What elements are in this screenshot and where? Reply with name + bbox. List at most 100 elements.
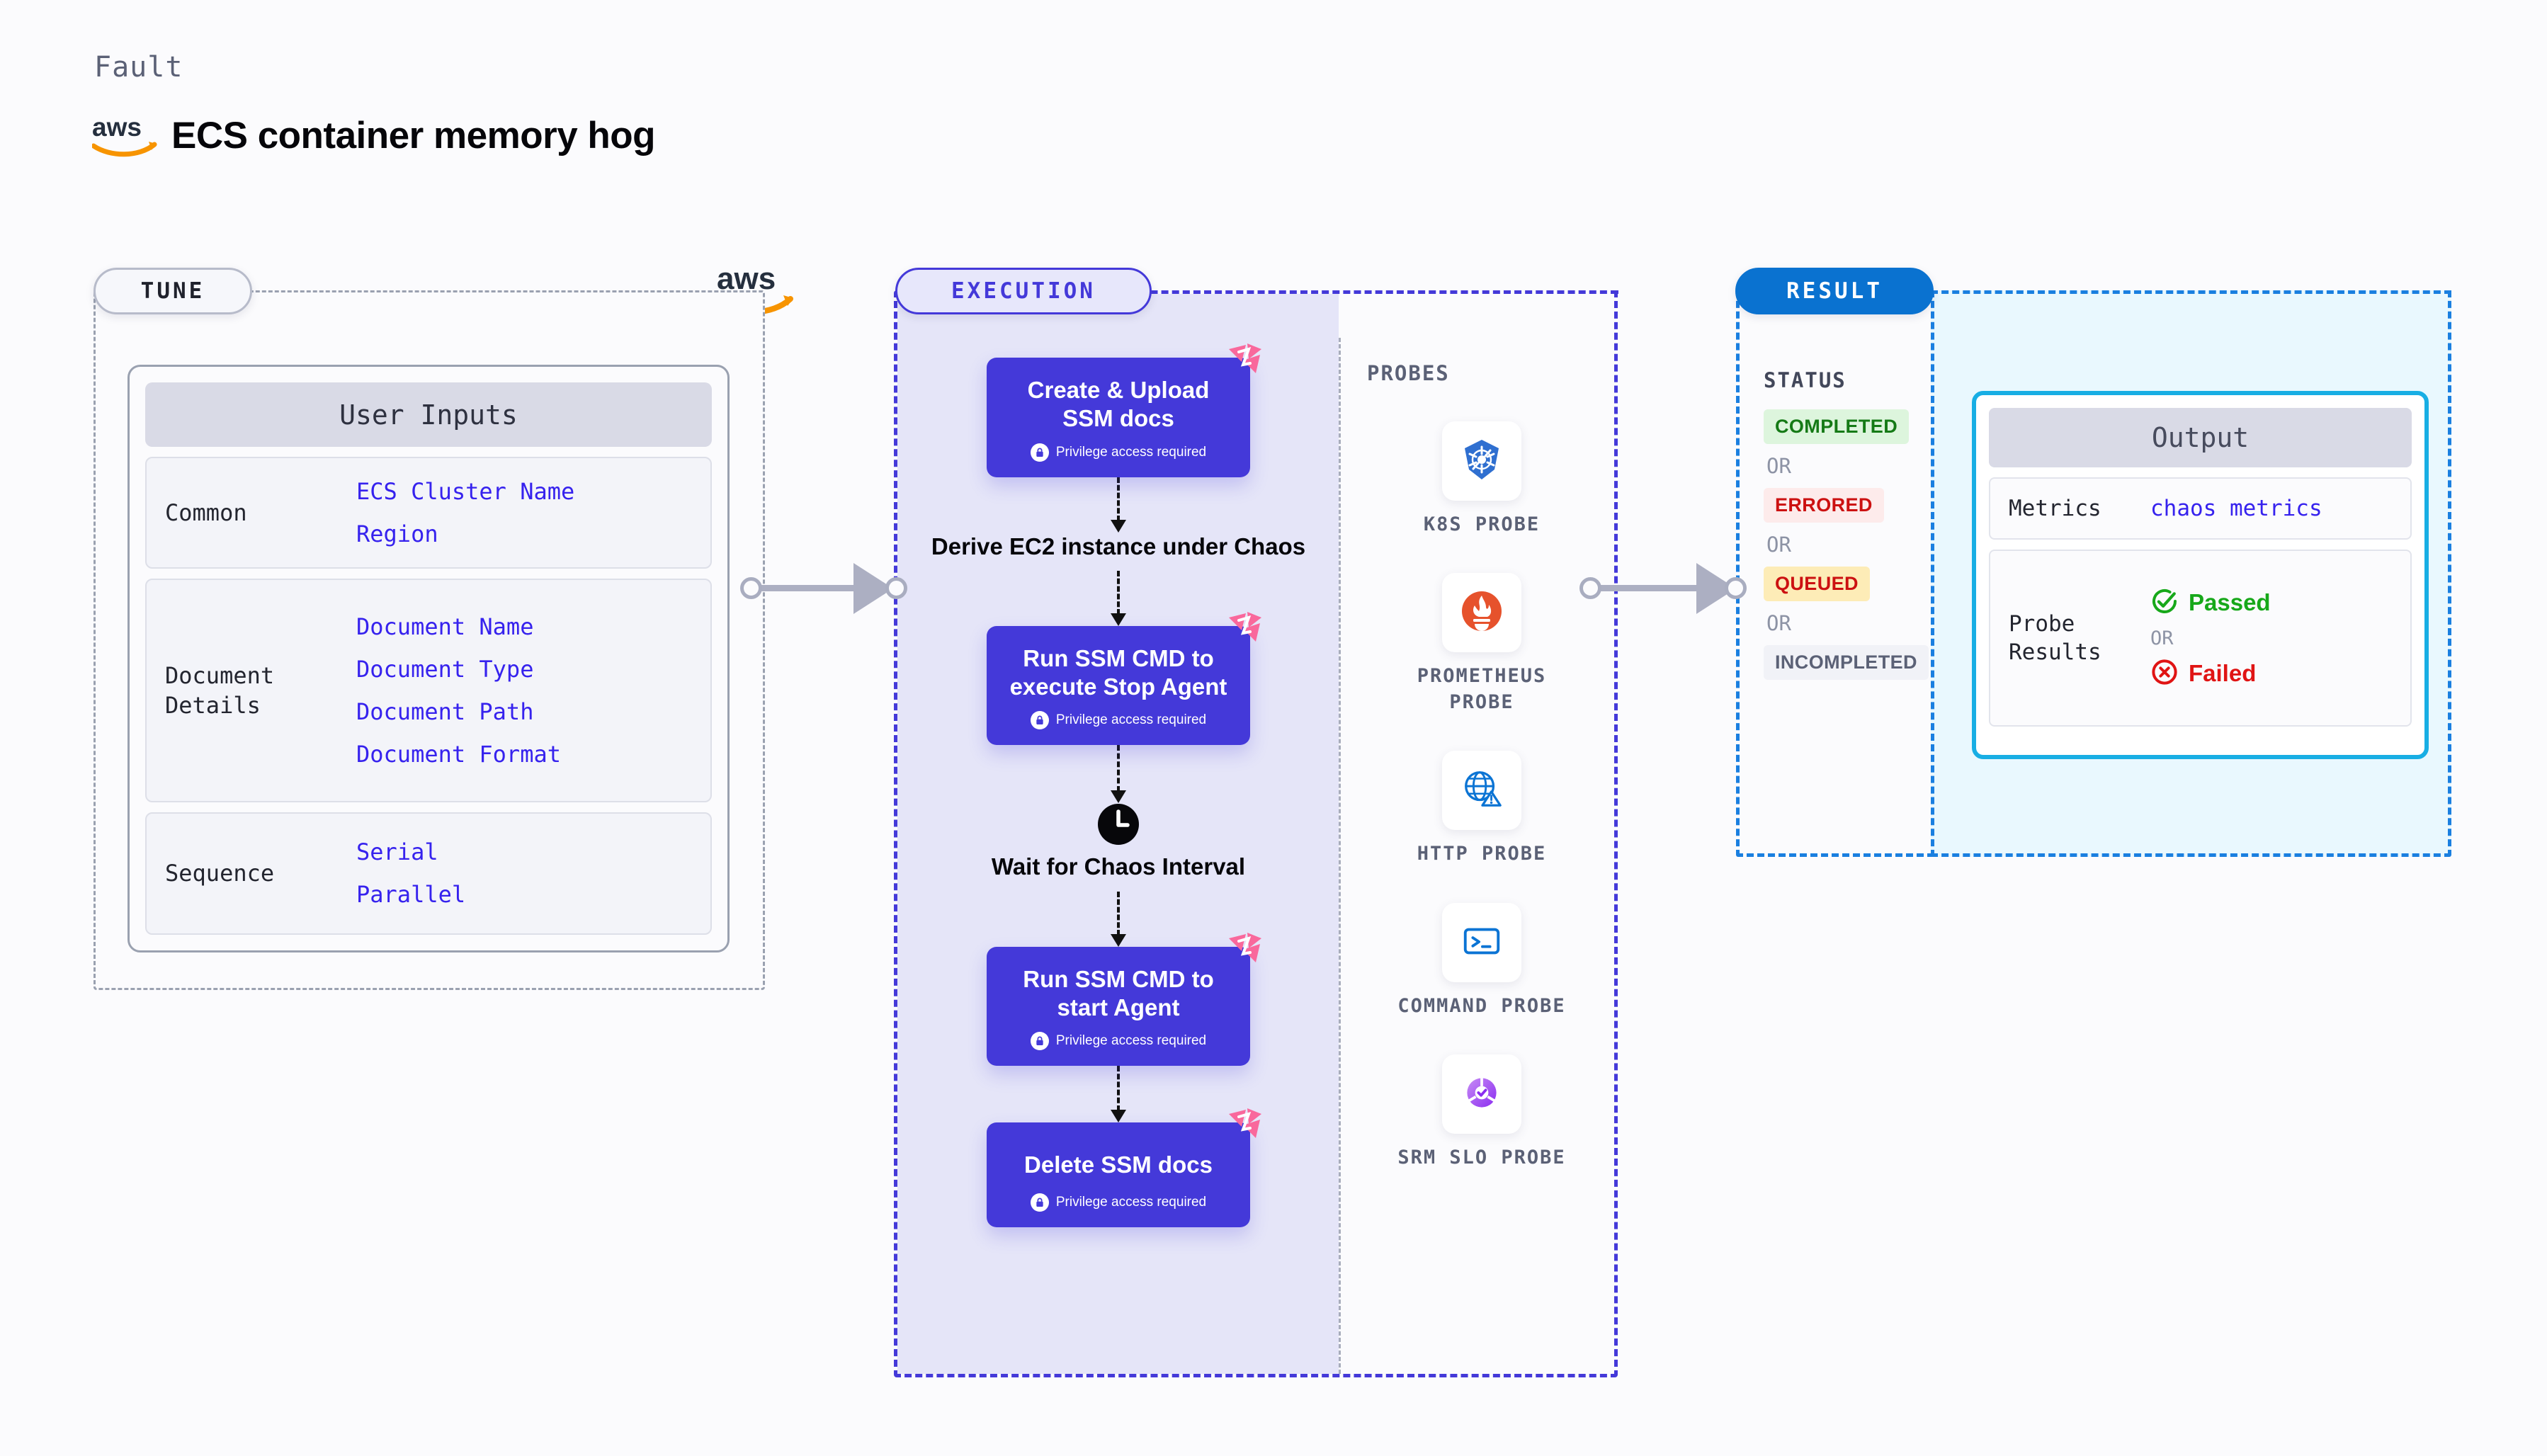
connector-tune-to-execution <box>740 559 910 616</box>
tune-row-sequence[interactable]: Sequence Serial Parallel <box>145 812 712 935</box>
chaos-badge-icon <box>1225 342 1263 380</box>
output-row-probe-results[interactable]: Probe Results Passed OR <box>1989 550 2412 727</box>
output-row-label: Probe Results <box>2009 610 2101 665</box>
http-globe-icon <box>1460 767 1504 814</box>
flow-node-run-ssm-stop-agent[interactable]: Run SSM CMD to execute Stop Agent Privil… <box>987 611 1261 746</box>
lock-icon <box>1030 443 1049 462</box>
status-or: OR <box>1766 611 1791 635</box>
user-inputs-title: User Inputs <box>145 382 712 448</box>
status-badge-queued: QUEUED <box>1764 567 1870 601</box>
output-row-label: Metrics <box>2009 495 2101 521</box>
tune-value: Document Format <box>356 741 561 768</box>
lock-icon <box>1030 1032 1049 1050</box>
privilege-note: Privilege access required <box>999 443 1237 462</box>
flow-node-derive-ec2-instance: Derive EC2 instance under Chaos <box>931 533 1306 559</box>
probe-label: SRM SLO PROBE <box>1397 1147 1566 1169</box>
tune-value: Parallel <box>356 881 466 909</box>
prometheus-icon <box>1459 588 1504 637</box>
probe-item-prometheus[interactable]: PROMETHEUS PROBE <box>1397 573 1567 715</box>
probe-item-k8s[interactable]: K8S PROBE <box>1397 421 1567 538</box>
flow-node-title: Run SSM CMD to start Agent <box>1023 965 1214 1020</box>
privilege-text: Privilege access required <box>1055 444 1207 460</box>
status-badge-completed: COMPLETED <box>1764 409 1910 444</box>
probe-label: K8S PROBE <box>1423 513 1541 535</box>
probes-title: PROBES <box>1367 361 1450 385</box>
tune-value: Document Path <box>356 698 534 725</box>
tune-row-common[interactable]: Common ECS Cluster Name Region <box>145 457 712 569</box>
output-metrics-value: chaos metrics <box>2150 496 2322 521</box>
user-inputs-card: User Inputs Common ECS Cluster Name Regi… <box>127 365 730 952</box>
flow-node-delete-ssm-docs[interactable]: Delete SSM docs Privilege access require… <box>987 1108 1261 1228</box>
privilege-text: Privilege access required <box>1055 712 1207 728</box>
tune-value: ECS Cluster Name <box>356 478 575 506</box>
probe-result-failed: Failed <box>2150 658 2271 690</box>
probe-item-http[interactable]: HTTP PROBE <box>1397 751 1567 867</box>
check-circle-icon <box>2150 587 2179 619</box>
tune-row-values: ECS Cluster Name Region <box>356 478 574 547</box>
lock-icon <box>1030 711 1049 730</box>
probe-tile <box>1442 751 1521 831</box>
probe-label: HTTP PROBE <box>1417 843 1547 865</box>
execution-flow: Create & Upload SSM docs Privilege acces… <box>924 343 1312 1228</box>
status-badge-errored: ERRORED <box>1764 488 1884 523</box>
probe-passed-label: Passed <box>2189 589 2271 615</box>
aws-logo-icon: aws <box>91 113 157 157</box>
lock-icon <box>1030 1193 1049 1212</box>
probe-tile <box>1442 902 1521 982</box>
result-pill[interactable]: RESULT <box>1735 268 1934 314</box>
privilege-note: Privilege access required <box>999 711 1237 730</box>
probe-item-command[interactable]: COMMAND PROBE <box>1397 902 1567 1019</box>
tune-value: Document Type <box>356 656 534 683</box>
chaos-badge-icon <box>1225 1107 1263 1145</box>
tune-row-label: Document Details <box>165 661 275 719</box>
status-title: STATUS <box>1764 368 1847 392</box>
page-title: aws ECS container memory hog <box>91 113 656 157</box>
tune-value: Document Name <box>356 613 534 640</box>
probe-label: COMMAND PROBE <box>1397 994 1566 1017</box>
tune-value: Region <box>356 521 438 548</box>
probe-item-srm-slo[interactable]: SRM SLO PROBE <box>1397 1054 1567 1171</box>
status-or: OR <box>1766 454 1791 478</box>
output-title: Output <box>1989 408 2412 467</box>
tune-row-document-details[interactable]: Document Details Document Name Document … <box>145 579 712 802</box>
connector-execution-to-result <box>1579 559 1757 616</box>
flow-node-title: Delete SSM docs <box>1024 1151 1213 1178</box>
page-title-text: ECS container memory hog <box>171 114 656 157</box>
tune-pill[interactable]: TUNE <box>93 268 252 314</box>
svg-text:aws: aws <box>92 113 142 142</box>
output-row-metrics[interactable]: Metrics chaos metrics <box>1989 477 2412 540</box>
probe-tile <box>1442 421 1521 501</box>
flow-arrow <box>1104 745 1133 804</box>
tune-row-label: Sequence <box>165 860 275 887</box>
execution-panel: PROBES Create & Upload SSM docs <box>894 290 1618 1377</box>
x-circle-icon <box>2150 658 2179 690</box>
probes-divider <box>1339 338 1341 1374</box>
flow-arrow <box>1104 891 1133 947</box>
tune-row-values: Document Name Document Type Document Pat… <box>356 613 561 768</box>
clock-icon <box>1097 803 1140 846</box>
probes-list: K8S PROBE PROMETHEUS PROBE <box>1365 421 1599 1171</box>
probe-result-or: OR <box>2150 627 2174 649</box>
flow-node-run-ssm-start-agent[interactable]: Run SSM CMD to start Agent Privilege acc… <box>987 932 1261 1066</box>
tune-value: Serial <box>356 838 438 866</box>
privilege-text: Privilege access required <box>1055 1195 1207 1210</box>
flow-arrow <box>1104 477 1133 533</box>
flow-node-title: Run SSM CMD to execute Stop Agent <box>1009 644 1227 700</box>
flow-arrow <box>1104 1066 1133 1122</box>
execution-pill[interactable]: EXECUTION <box>895 268 1152 314</box>
flow-node-title: Create & Upload SSM docs <box>1027 377 1210 432</box>
status-or: OR <box>1766 533 1791 557</box>
chaos-badge-icon <box>1225 931 1263 969</box>
output-card: Output Metrics chaos metrics Probe Resul… <box>1972 391 2429 759</box>
flow-node-wait-for-chaos-interval: Wait for Chaos Interval <box>991 853 1246 880</box>
srm-slo-icon <box>1460 1071 1503 1117</box>
privilege-text: Privilege access required <box>1055 1033 1207 1048</box>
probe-tile <box>1442 1054 1521 1134</box>
flow-node-create-upload-ssm-docs[interactable]: Create & Upload SSM docs Privilege acces… <box>987 343 1261 477</box>
status-badge-incompleted: INCOMPLETED <box>1764 645 1929 680</box>
probe-label: PROMETHEUS PROBE <box>1417 665 1547 713</box>
kubernetes-icon <box>1459 437 1504 486</box>
probe-result-values: Passed OR Failed <box>2150 587 2271 690</box>
status-list: COMPLETED OR ERRORED OR QUEUED OR INCOMP… <box>1764 409 1929 680</box>
aws-logo-icon-tune: aws <box>715 261 795 316</box>
